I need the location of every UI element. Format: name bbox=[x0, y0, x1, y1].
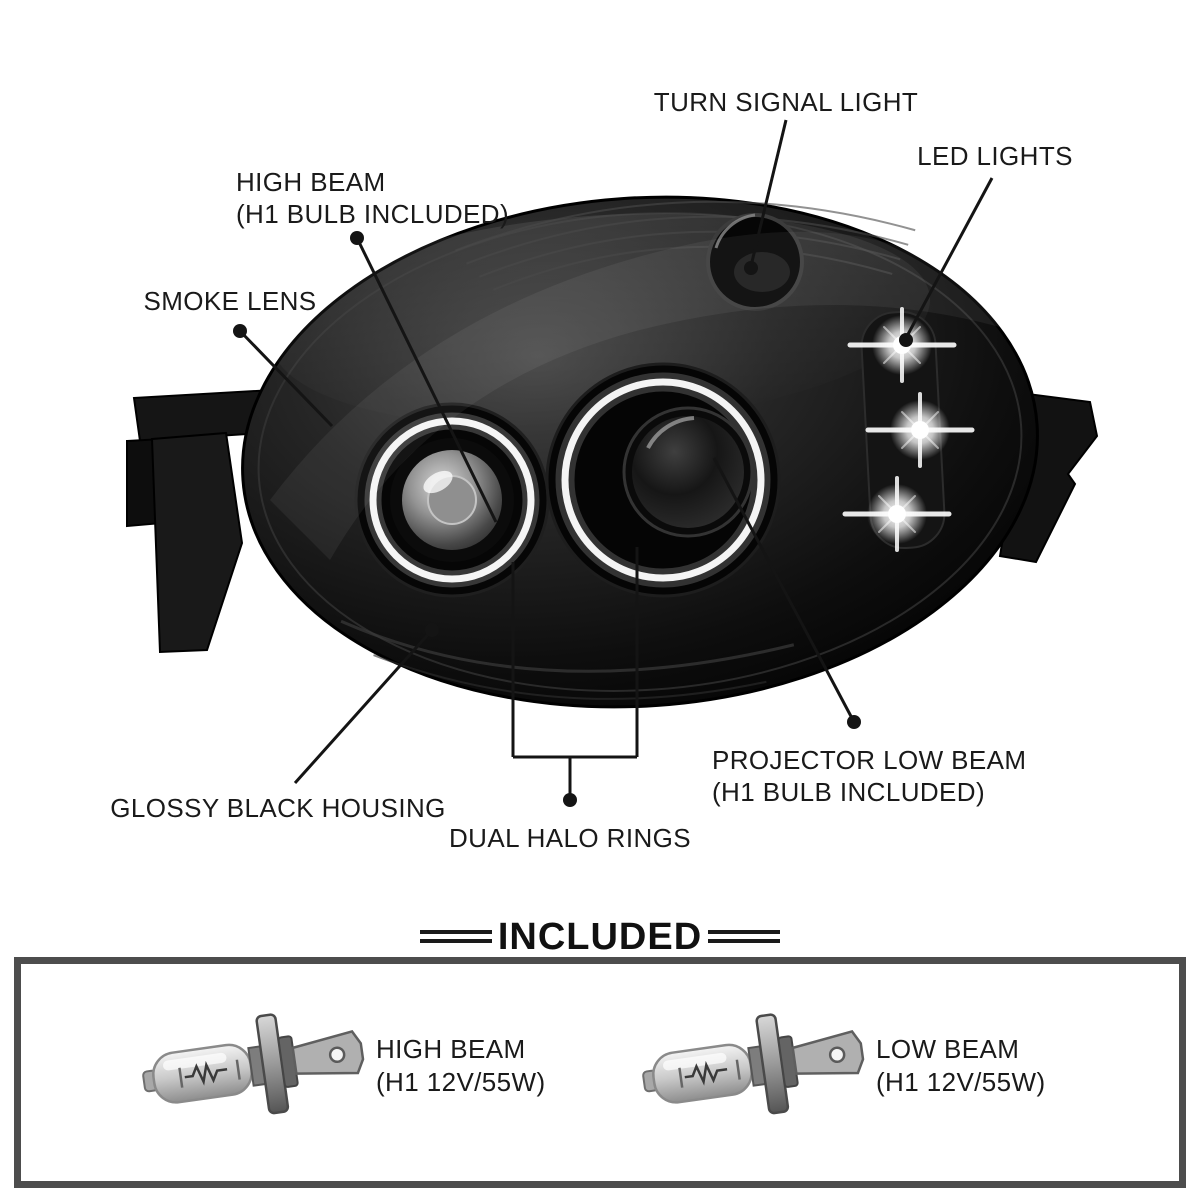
callout-label-projector-low-beam-line2: (H1 BULB INCLUDED) bbox=[712, 777, 986, 807]
callout-dot-projector-low-beam bbox=[847, 715, 861, 729]
callout-label-high-beam: HIGH BEAM (H1 BULB INCLUDED) bbox=[236, 166, 509, 230]
callout-line-high-beam bbox=[355, 237, 498, 523]
bulb-label-low-beam-line1: LOW BEAM bbox=[876, 1034, 1020, 1064]
callout-label-turn-signal: TURN SIGNAL LIGHT bbox=[653, 87, 919, 117]
lens-bottom-reflection-2 bbox=[373, 654, 767, 700]
callout-line-glossy-housing bbox=[293, 628, 434, 785]
high-beam-projector bbox=[354, 402, 550, 598]
led-light-2 bbox=[865, 392, 975, 468]
callout-dot-smoke-lens bbox=[233, 324, 247, 338]
callout-dots bbox=[233, 231, 913, 807]
smoke-lens-gloss bbox=[270, 231, 1010, 560]
bulb-label-low-beam: LOW BEAM (H1 12V/55W) bbox=[876, 1033, 1046, 1099]
led-light-3 bbox=[842, 476, 952, 552]
bulb-label-low-beam-line2: (H1 12V/55W) bbox=[876, 1067, 1046, 1097]
low-beam-projector bbox=[545, 362, 781, 598]
included-title: INCLUDED bbox=[497, 916, 703, 958]
callout-dot-high-beam bbox=[350, 231, 364, 245]
callout-line-projector-low-beam bbox=[712, 457, 856, 723]
callout-dot-turn-signal bbox=[744, 261, 758, 275]
callout-dot-glossy-housing bbox=[425, 623, 439, 637]
callout-line-led-lights bbox=[904, 177, 994, 339]
callout-label-smoke-lens: SMOKE LENS bbox=[143, 286, 317, 316]
callout-lines bbox=[238, 119, 994, 800]
callout-label-led-lights: LED LIGHTS bbox=[917, 141, 1073, 171]
callout-label-high-beam-line1: HIGH BEAM bbox=[236, 167, 386, 197]
callout-label-dual-halo-rings: DUAL HALO RINGS bbox=[449, 823, 691, 853]
bulb-label-high-beam-line2: (H1 12V/55W) bbox=[376, 1067, 546, 1097]
halo-ring-inner bbox=[369, 417, 535, 583]
included-deco-line-right bbox=[708, 930, 780, 943]
callout-label-projector-low-beam: PROJECTOR LOW BEAM (H1 BULB INCLUDED) bbox=[712, 744, 1026, 808]
callout-label-glossy-black-housing: GLOSSY BLACK HOUSING bbox=[110, 793, 446, 823]
bulb-label-high-beam-line1: HIGH BEAM bbox=[376, 1034, 526, 1064]
included-box bbox=[14, 957, 1186, 1188]
callout-label-projector-low-beam-line1: PROJECTOR LOW BEAM bbox=[712, 745, 1027, 775]
housing-rib-texture bbox=[455, 200, 916, 291]
mounting-bracket-left bbox=[126, 387, 296, 654]
lens-bottom-reflection bbox=[340, 619, 795, 673]
callout-line-turn-signal bbox=[749, 119, 788, 267]
callout-dot-dual-halo bbox=[563, 793, 577, 807]
included-deco-line-left bbox=[420, 930, 492, 943]
callout-line-smoke-lens bbox=[238, 329, 334, 428]
projector-lens-ball bbox=[632, 416, 744, 528]
callout-dot-led-lights bbox=[899, 333, 913, 347]
bulb-label-high-beam: HIGH BEAM (H1 12V/55W) bbox=[376, 1033, 546, 1099]
callout-label-high-beam-line2: (H1 BULB INCLUDED) bbox=[236, 199, 510, 229]
halo-ring-outer bbox=[561, 378, 765, 582]
